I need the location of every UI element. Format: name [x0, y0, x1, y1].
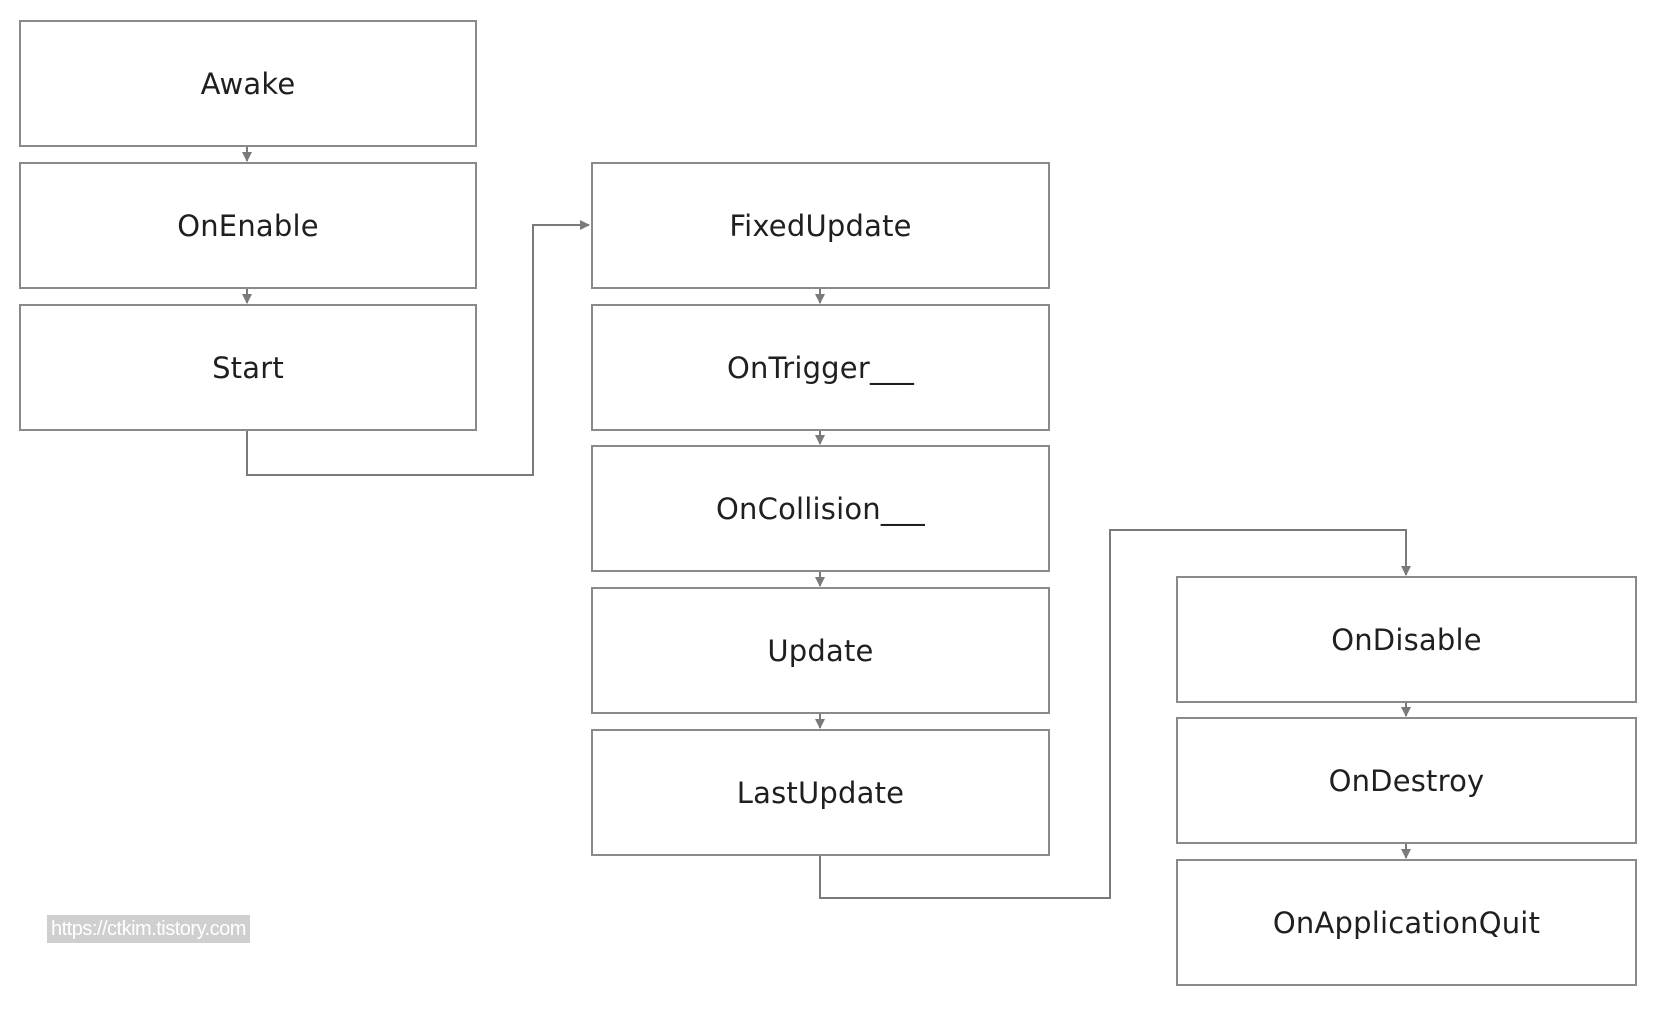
node-start-label: Start: [212, 350, 284, 385]
node-on-destroy-label: OnDestroy: [1328, 763, 1485, 798]
node-start: Start: [19, 304, 477, 431]
node-last-update: LastUpdate: [591, 729, 1050, 856]
node-on-disable: OnDisable: [1176, 576, 1637, 703]
node-fixed-update: FixedUpdate: [591, 162, 1050, 289]
node-update: Update: [591, 587, 1050, 714]
node-on-collision-label: OnCollision___: [716, 491, 925, 526]
watermark: https://ctkim.tistory.com: [47, 915, 250, 943]
node-on-trigger-label: OnTrigger___: [726, 350, 915, 385]
node-on-enable-label: OnEnable: [177, 208, 319, 243]
edge-lastupdate-ondisable: [819, 529, 1411, 899]
node-on-application-quit: OnApplicationQuit: [1176, 859, 1637, 986]
node-last-update-label: LastUpdate: [736, 775, 905, 810]
node-update-label: Update: [767, 633, 874, 668]
edge-start-fixedupdate: [246, 220, 590, 476]
node-awake-label: Awake: [200, 66, 296, 101]
node-on-collision: OnCollision___: [591, 445, 1050, 572]
node-on-application-quit-label: OnApplicationQuit: [1272, 905, 1541, 940]
node-fixed-update-label: FixedUpdate: [729, 208, 912, 243]
node-awake: Awake: [19, 20, 477, 147]
node-on-enable: OnEnable: [19, 162, 477, 289]
node-on-trigger: OnTrigger___: [591, 304, 1050, 431]
node-on-disable-label: OnDisable: [1331, 622, 1482, 657]
node-on-destroy: OnDestroy: [1176, 717, 1637, 844]
